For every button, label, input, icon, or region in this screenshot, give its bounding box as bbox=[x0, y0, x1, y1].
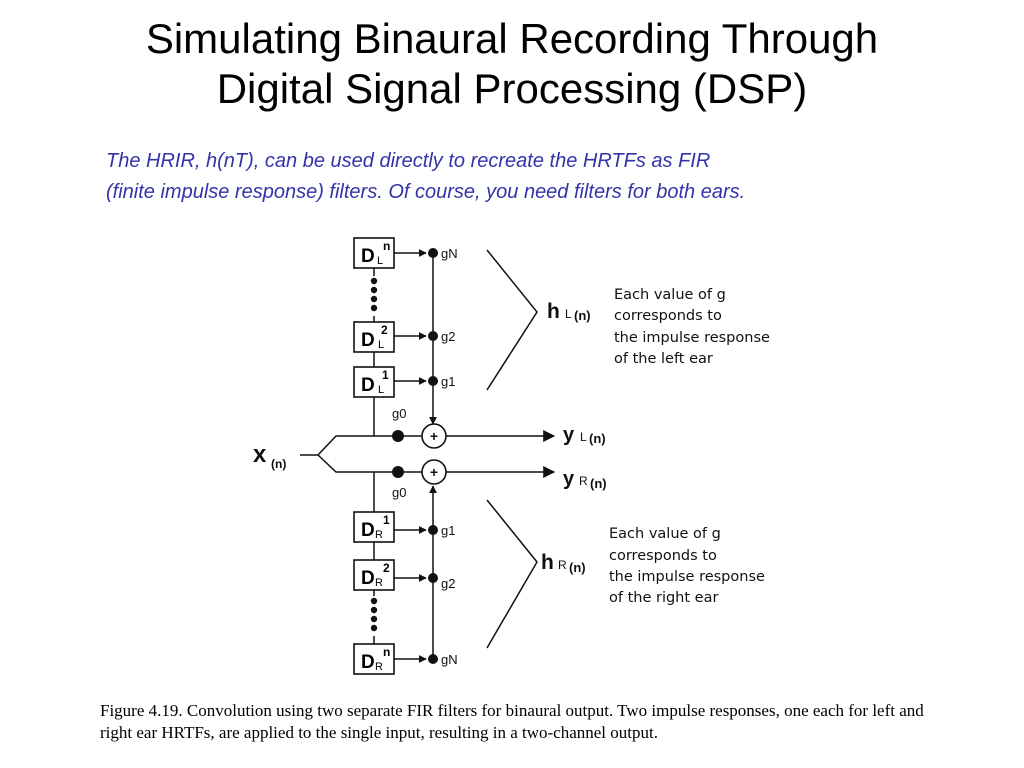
note-right: Each value of g corresponds to the impul… bbox=[609, 526, 765, 606]
note-right-line-4: of the right ear bbox=[609, 590, 718, 606]
gain-labels: gN g2 g1 g0 g0 g1 g2 gN bbox=[392, 246, 458, 667]
input-x: x bbox=[253, 441, 267, 468]
tap-nodes bbox=[392, 248, 438, 664]
response-left-label: h L (n) bbox=[547, 300, 591, 323]
input-n: (n) bbox=[271, 457, 286, 471]
wiring bbox=[300, 249, 556, 663]
node-left-g0 bbox=[392, 430, 404, 442]
brace-right bbox=[486, 499, 538, 649]
output-right-sub: R bbox=[579, 474, 588, 488]
delay-right-1-sub: R bbox=[375, 529, 383, 541]
title-line-2: Digital Signal Processing (DSP) bbox=[216, 65, 808, 112]
sum-right: + bbox=[421, 459, 447, 485]
note-left-line-2: corresponds to bbox=[614, 308, 722, 324]
response-left-arg: (n) bbox=[574, 308, 591, 323]
delay-left-n-sub: L bbox=[377, 255, 383, 267]
ellipsis-right bbox=[370, 597, 378, 632]
delay-box-right-1 bbox=[353, 511, 395, 543]
output-right-y: y bbox=[563, 468, 575, 490]
delay-left-n-main: D bbox=[361, 246, 375, 267]
output-left-label: y L (n) bbox=[563, 424, 606, 446]
note-left-line-3: the impulse response bbox=[614, 330, 770, 346]
gain-right-n: gN bbox=[441, 652, 458, 667]
sum-left: + bbox=[421, 423, 447, 449]
input-branch-right bbox=[317, 454, 398, 473]
delay-left-2-sup: 2 bbox=[381, 323, 388, 337]
note-left: Each value of g corresponds to the impul… bbox=[614, 287, 770, 367]
node-left-1 bbox=[428, 376, 438, 386]
note-left-line-1: Each value of g bbox=[614, 287, 726, 303]
gain-right-2: g2 bbox=[441, 576, 455, 591]
response-left-h: h bbox=[547, 300, 560, 323]
output-left-arg: (n) bbox=[589, 431, 606, 446]
gain-left-2: g2 bbox=[441, 329, 455, 344]
input-label: x (n) bbox=[253, 441, 286, 471]
note-right-line-3: the impulse response bbox=[609, 569, 765, 585]
delay-left-n-sup: n bbox=[383, 239, 390, 253]
slide-subtitle: The HRIR, h(nT), can be used directly to… bbox=[106, 146, 986, 208]
delay-right-n-main: D bbox=[361, 652, 375, 673]
delay-box-left-2 bbox=[353, 321, 395, 353]
delay-right-1-sup: 1 bbox=[383, 513, 390, 527]
gain-left-0: g0 bbox=[392, 406, 406, 421]
delay-right-2-main: D bbox=[361, 568, 375, 589]
delay-left-2-sub: L bbox=[378, 339, 384, 351]
delay-right-n-sup: n bbox=[383, 645, 390, 659]
subtitle-line-1: The HRIR, h(nT), can be used directly to… bbox=[106, 150, 711, 172]
delay-right-n-sub: R bbox=[375, 661, 383, 673]
output-left-y: y bbox=[563, 424, 575, 446]
note-right-line-1: Each value of g bbox=[609, 526, 721, 542]
delay-left-1-sub: L bbox=[378, 384, 384, 396]
delay-box-left-1 bbox=[353, 366, 395, 398]
sum-left-symbol: + bbox=[430, 428, 438, 444]
slide-title: Simulating Binaural Recording Through Di… bbox=[0, 14, 1024, 114]
note-right-line-2: corresponds to bbox=[609, 548, 717, 564]
response-left-sub: L bbox=[565, 307, 572, 321]
delay-box-right-2 bbox=[353, 559, 395, 591]
delay-left-1-main: D bbox=[361, 375, 375, 396]
gain-right-1: g1 bbox=[441, 523, 455, 538]
figure-caption: Figure 4.19. Convolution using two separ… bbox=[100, 701, 924, 742]
title-line-1: Simulating Binaural Recording Through bbox=[145, 15, 879, 62]
node-right-2 bbox=[428, 573, 438, 583]
delay-right-1-main: D bbox=[361, 520, 375, 541]
delay-left-2-main: D bbox=[361, 330, 375, 351]
output-right-label: y R (n) bbox=[563, 468, 607, 491]
input-branch-left bbox=[300, 435, 398, 456]
node-right-n bbox=[428, 654, 438, 664]
node-right-1 bbox=[428, 525, 438, 535]
ellipsis-left bbox=[370, 277, 378, 312]
node-left-n bbox=[428, 248, 438, 258]
delay-right-2-sub: R bbox=[375, 577, 383, 589]
node-left-2 bbox=[428, 331, 438, 341]
output-right-arg: (n) bbox=[590, 476, 607, 491]
delay-box-left-n bbox=[353, 237, 395, 269]
output-left-sub: L bbox=[580, 430, 587, 444]
brace-left bbox=[486, 249, 538, 391]
response-right-h: h bbox=[541, 551, 554, 574]
delay-boxes bbox=[353, 237, 395, 675]
gain-right-0: g0 bbox=[392, 485, 406, 500]
node-right-g0 bbox=[392, 466, 404, 478]
delay-labels: D L n D L 2 D L 1 D R 1 D R 2 D R n bbox=[361, 239, 390, 673]
subtitle-line-2: (finite impulse response) filters. Of co… bbox=[106, 181, 746, 203]
delay-right-2-sup: 2 bbox=[383, 561, 390, 575]
response-right-label: h R (n) bbox=[541, 551, 586, 575]
note-left-line-4: of the left ear bbox=[614, 351, 713, 367]
response-right-arg: (n) bbox=[569, 560, 586, 575]
sum-right-symbol: + bbox=[430, 464, 438, 480]
delay-box-right-n bbox=[353, 643, 395, 675]
response-right-sub: R bbox=[558, 558, 567, 572]
gain-left-n: gN bbox=[441, 246, 458, 261]
gain-left-1: g1 bbox=[441, 374, 455, 389]
delay-left-1-sup: 1 bbox=[382, 368, 389, 382]
